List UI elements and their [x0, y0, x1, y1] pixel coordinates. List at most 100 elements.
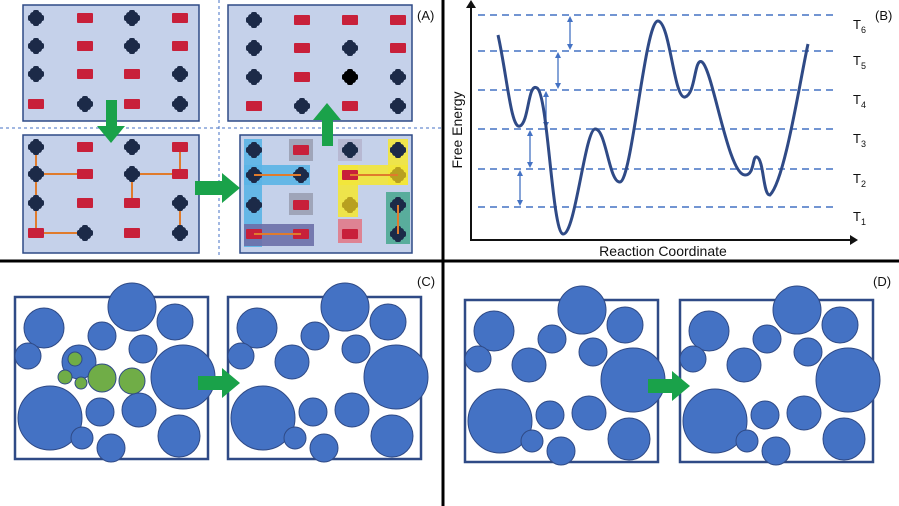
block-site: [293, 200, 309, 210]
block-site: [124, 99, 140, 109]
block-site: [124, 198, 140, 208]
packing-circle: [309, 433, 339, 463]
packing-circle: [57, 369, 73, 385]
packing-circle: [786, 395, 822, 431]
block-site: [294, 15, 310, 25]
arrow-up: [313, 103, 341, 146]
packing-circle: [752, 324, 782, 354]
packing-circle: [236, 307, 278, 349]
packing-circle: [688, 310, 730, 352]
block-site: [172, 13, 188, 23]
block-site: [172, 169, 188, 179]
packing-circle: [370, 414, 414, 458]
packing-circle: [557, 285, 607, 335]
block-site: [77, 69, 93, 79]
block-site: [342, 15, 358, 25]
block-site: [294, 72, 310, 82]
packing-circle: [815, 347, 881, 413]
packing-circle: [14, 342, 42, 370]
packing-circle: [571, 395, 607, 431]
packing-circle: [334, 392, 370, 428]
packing-circle: [85, 397, 115, 427]
packing-circle: [772, 285, 822, 335]
packing-circle: [735, 429, 759, 453]
panel-b: Free Energy Reaction Coordinate T1 T2 T3 T4…: [449, 0, 892, 259]
energy-level-lines: [478, 14, 836, 208]
x-axis-label: Reaction Coordinate: [599, 243, 727, 259]
panel-a: (A): [0, 0, 443, 258]
level-label: T3: [853, 131, 866, 149]
packing-circle: [546, 436, 576, 466]
x-axis-arrowhead: [850, 235, 858, 245]
packing-circle: [118, 367, 146, 395]
block-site: [390, 15, 406, 25]
packing-circle: [535, 400, 565, 430]
packing-circle: [227, 342, 255, 370]
packing-circle: [156, 303, 194, 341]
level-label: T5: [853, 53, 866, 71]
level-label: T4: [853, 92, 866, 110]
lattice-clusters-sites: [246, 142, 406, 242]
panel-b-label: (B): [875, 8, 892, 23]
swap-circles-after: [679, 285, 881, 466]
packing-circle: [17, 385, 83, 451]
block-site: [77, 41, 93, 51]
block-site: [390, 43, 406, 53]
packing-circle: [464, 345, 492, 373]
packing-circle: [107, 282, 157, 332]
level-label: T2: [853, 171, 866, 189]
block-site: [342, 101, 358, 111]
panel-c: (C): [13, 274, 573, 463]
block-site: [342, 229, 358, 239]
block-site: [28, 228, 44, 238]
packing-circle: [369, 303, 407, 341]
packing-circle: [520, 429, 544, 453]
block-site: [172, 41, 188, 51]
packing-circle: [682, 388, 748, 454]
packing-circle: [726, 347, 762, 383]
packing-circle: [67, 351, 83, 367]
panel-a-label: (A): [417, 8, 434, 23]
packing-circle: [467, 388, 533, 454]
block-site: [77, 13, 93, 23]
packing-circle: [283, 426, 307, 450]
packing-circle: [320, 282, 370, 332]
packing-circle: [274, 344, 310, 380]
block-site: [294, 43, 310, 53]
y-axis-arrowhead: [466, 0, 476, 8]
packing-circle: [761, 436, 791, 466]
y-axis-label: Free Energy: [449, 91, 465, 168]
arrow-down: [97, 100, 125, 143]
block-site: [172, 142, 188, 152]
level-label: T6: [853, 17, 866, 35]
packing-circle: [23, 307, 65, 349]
block-site: [77, 142, 93, 152]
packing-circle: [74, 376, 88, 390]
energy-level-labels: T1 T2 T3 T4 T5 T6: [853, 17, 866, 227]
block-site: [124, 69, 140, 79]
level-label: T1: [853, 209, 866, 227]
packing-circle: [606, 306, 644, 344]
block-site: [28, 99, 44, 109]
packing-circle: [578, 337, 608, 367]
packing-circle: [821, 306, 859, 344]
packing-circle: [298, 397, 328, 427]
block-site: [124, 228, 140, 238]
block-site: [293, 145, 309, 155]
packing-circle: [128, 334, 158, 364]
packing-circle: [300, 321, 330, 351]
packing-circle: [87, 321, 117, 351]
swap-circles-before: [464, 285, 666, 466]
free-energy-curve: [496, 19, 810, 236]
packing-circle: [537, 324, 567, 354]
arrow-right-c: [198, 368, 240, 398]
packing-circle: [341, 334, 371, 364]
packing-circles-before: [14, 282, 216, 463]
packing-circle: [511, 347, 547, 383]
packing-circle: [363, 344, 429, 410]
packing-circle: [121, 392, 157, 428]
packing-circle: [87, 363, 117, 393]
block-site: [77, 198, 93, 208]
packing-circle: [750, 400, 780, 430]
